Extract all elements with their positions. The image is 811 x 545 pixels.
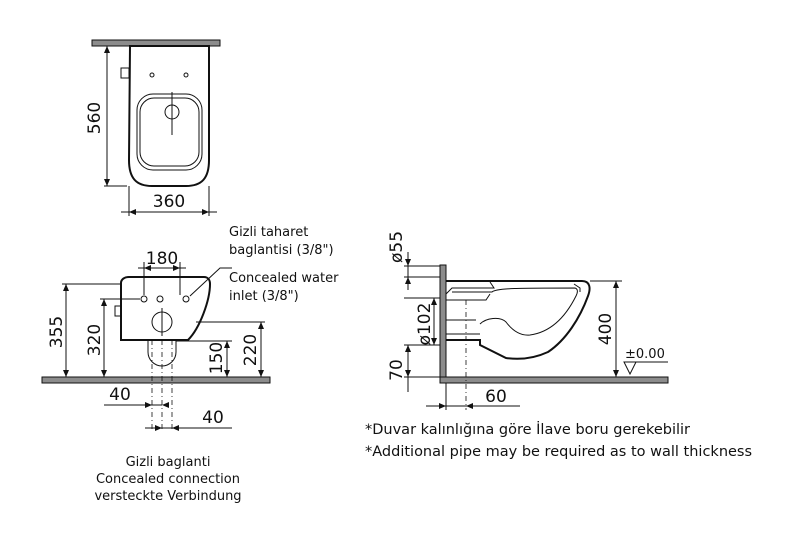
inlet-label-en-1: Concealed water (229, 271, 339, 286)
inlet-label-tr-1: Gizli taharet (229, 225, 308, 240)
notes: *Duvar kalınlığına göre İlave boru gerek… (365, 420, 752, 460)
inlet-label-en-2: inlet (3/8") (229, 289, 299, 304)
dim-total-height-label: 355 (47, 316, 67, 348)
note-tr: *Duvar kalınlığına göre İlave boru gerek… (365, 420, 690, 438)
dim-height-label: 400 (596, 313, 616, 345)
level-mark-label: ±0.00 (625, 347, 665, 362)
fixing-hole-right (183, 72, 189, 78)
dim-outlet-dia-label: ø102 (415, 303, 435, 346)
front-view: 180 355 320 150 220 40 40 (41, 249, 271, 431)
bowl-inner-top (139, 97, 200, 167)
dim-inlet-spacing-label: 180 (146, 249, 178, 269)
concealed-label-en: Concealed connection (96, 472, 240, 487)
concealed-label-tr: Gizli baglanti (126, 455, 211, 470)
water-inlet-label: Gizli taharet baglantisi (3/8") Conceale… (229, 225, 339, 304)
dim-inlet-dia-label: ø55 (387, 231, 407, 263)
bowl-outer-top (136, 93, 203, 171)
inlet-label-tr-2: baglantisi (3/8") (229, 243, 334, 258)
concealed-label-de: versteckte Verbindung (94, 489, 241, 504)
fixing-hole-left (149, 72, 155, 78)
toilet-outline-side (446, 280, 591, 360)
dim-right-offset-label: 40 (202, 408, 224, 428)
dim-left-offset-label: 40 (109, 385, 131, 405)
dim-inlet-height-label: 320 (85, 324, 105, 356)
side-view: ø55 ø102 70 400 ±0.00 60 (387, 231, 669, 410)
toilet-outline-front (120, 276, 212, 341)
wall-side-view (439, 264, 447, 384)
dim-depth-label: 560 (85, 102, 105, 134)
dim-bidet-height-label: 220 (241, 334, 261, 366)
dim-floor-offset-label: 70 (387, 359, 407, 381)
inlet-stub-front (114, 305, 122, 317)
dim-outlet-height-label: 150 (207, 342, 227, 374)
floor-front-view (41, 376, 271, 384)
inlet-stub-top (120, 67, 130, 79)
top-view: 560 360 (85, 39, 221, 216)
floor-side-view (439, 376, 669, 384)
toilet-outline-top (127, 45, 210, 187)
bowl-inner-side (452, 287, 578, 336)
note-en: *Additional pipe may be required as to w… (365, 444, 752, 460)
concealed-connection-label: Gizli baglanti Concealed connection vers… (94, 455, 241, 504)
dim-wall-offset-label: 60 (485, 387, 507, 407)
dim-width-label: 360 (153, 192, 185, 212)
